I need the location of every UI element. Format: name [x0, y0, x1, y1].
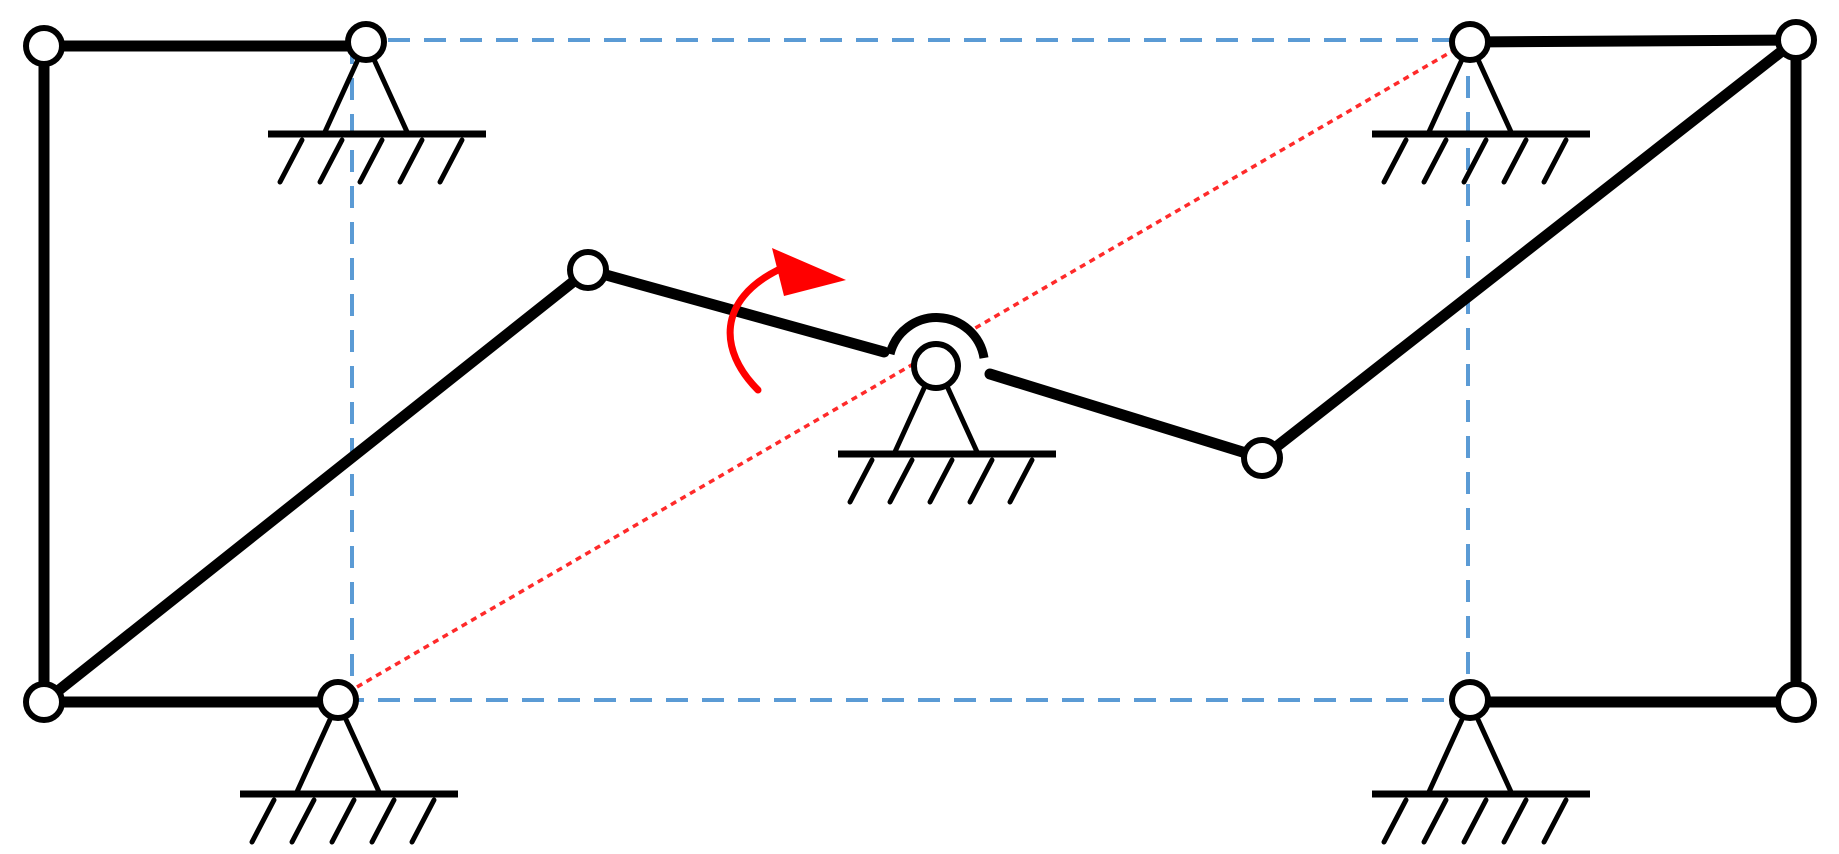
revolute-joint-icon	[1449, 21, 1491, 63]
ground-support-top-right	[1372, 42, 1590, 182]
revolute-joint-icon	[23, 681, 65, 723]
dotted-diagonal-line	[337, 40, 1469, 700]
revolute-joint-icon	[1449, 679, 1491, 721]
crank-hub-arc	[885, 313, 989, 359]
revolute-joint-icon	[345, 21, 387, 63]
revolute-joint-icon	[1775, 681, 1817, 723]
revolute-joint-icon	[567, 249, 609, 291]
revolute-joint-icon	[1775, 19, 1817, 61]
revolute-joint-icon	[23, 25, 65, 67]
revolute-joint-icon	[317, 679, 359, 721]
ground-support-top-left	[268, 42, 486, 182]
revolute-joint-icon	[911, 341, 961, 391]
link-right-diagonal	[1256, 34, 1802, 464]
link-left-diagonal	[38, 264, 594, 708]
ground-support-bottom-left	[240, 702, 458, 842]
joints	[23, 19, 1817, 723]
link-crank-right	[984, 368, 1268, 464]
link-right-top	[1464, 34, 1802, 48]
rotation-arrow-icon	[726, 248, 846, 394]
ground-support-bottom-right	[1372, 702, 1590, 842]
revolute-joint-icon	[1241, 437, 1283, 479]
dashed-guide-rectangle	[350, 38, 1470, 702]
